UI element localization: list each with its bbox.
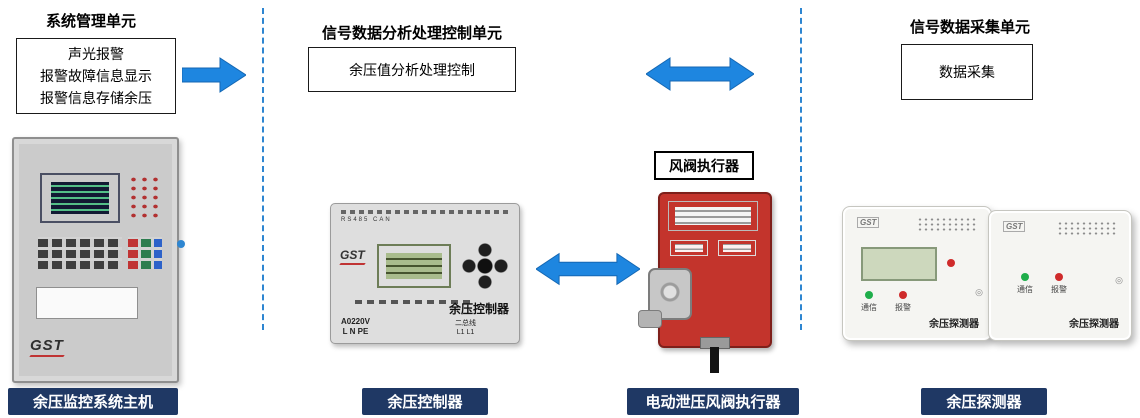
pressure-detector-image-2: GST 通信 报警 ◎ 余压探测器 xyxy=(988,210,1132,341)
management-functions-box: 声光报警 报警故障信息显示 报警信息存储余压 xyxy=(16,38,176,114)
controller-power-line2: L N PE xyxy=(342,327,369,336)
host-brand-logo: GST xyxy=(30,337,64,357)
label-detector: 余压探测器 xyxy=(921,388,1047,415)
controller-power-label: A0220V L N PE xyxy=(341,317,370,337)
section-title-management: 系统管理单元 xyxy=(45,13,136,30)
detector-alarm-led xyxy=(947,259,955,267)
detector-face-label: 余压探测器 xyxy=(1069,319,1119,330)
dashed-separator-right xyxy=(800,8,802,330)
host-label-slot xyxy=(36,287,138,319)
function-line-1: 声光报警 xyxy=(68,46,124,62)
function-line-3: 报警信息存储余压 xyxy=(40,90,152,106)
controller-power-line1: A0220V xyxy=(341,317,370,326)
label-monitor-host: 余压监控系统主机 xyxy=(8,388,178,415)
dashed-separator-left xyxy=(262,8,264,330)
controller-bus-line2: L1 L1 xyxy=(456,329,475,336)
pressure-monitor-host-image: GST xyxy=(12,137,179,383)
alarm-led-label: 报警 xyxy=(1051,285,1067,294)
detector-face-label: 余压探测器 xyxy=(929,319,979,330)
alarm-led: 报警 xyxy=(895,291,911,313)
comm-led-icon xyxy=(1021,273,1029,281)
comm-led: 通信 xyxy=(861,291,877,313)
detector-screw-mark-icon: ◎ xyxy=(1115,275,1123,285)
controller-terminal-text: RS485 CAN xyxy=(341,217,392,223)
section-title-analysis: 信号数据分析处理控制单元 xyxy=(321,25,502,42)
controller-bus-label: 二总线 L1 L1 xyxy=(455,319,476,337)
double-arrow-horizontal-icon xyxy=(536,252,640,286)
controller-indicator-row xyxy=(355,300,475,304)
host-indicator-buttons xyxy=(128,175,162,221)
analysis-box: 余压值分析处理控制 xyxy=(308,47,516,92)
detector-brand-logo: GST xyxy=(1003,221,1026,232)
pressure-detector-image-1: GST 通信 报警 ◎ 余压探测器 xyxy=(842,206,992,341)
alarm-led-icon xyxy=(1055,273,1063,281)
pressure-controller-image: RS485 CAN GST A0220V L N PE 二总线 L1 L1 余压… xyxy=(330,203,520,344)
section-title-acquisition: 信号数据采集单元 xyxy=(909,19,1030,36)
damper-actuator-image xyxy=(638,192,772,373)
controller-face-label: 余压控制器 xyxy=(448,302,509,316)
damper-actuator-tag: 风阀执行器 xyxy=(654,151,754,180)
host-display-screen xyxy=(40,173,120,223)
actuator-shaft-stem xyxy=(710,347,719,373)
label-controller: 余压控制器 xyxy=(362,388,488,415)
comm-led: 通信 xyxy=(1017,273,1033,295)
alarm-led-label: 报警 xyxy=(895,303,911,312)
host-keypad xyxy=(38,237,122,269)
alarm-led-icon xyxy=(899,291,907,299)
double-arrow-horizontal-icon xyxy=(646,57,754,91)
actuator-mini-label-right xyxy=(718,240,756,256)
detector-lcd-screen xyxy=(861,247,937,281)
function-line-2: 报警故障信息显示 xyxy=(40,68,152,84)
actuator-spec-sticker xyxy=(668,201,758,231)
controller-terminal-strip xyxy=(341,210,509,214)
detector-brand-logo: GST xyxy=(857,217,880,228)
controller-brand-logo: GST xyxy=(340,248,365,265)
comm-led-label: 通信 xyxy=(861,303,877,312)
actuator-mini-label-left xyxy=(670,240,708,256)
blue-dot-marker xyxy=(177,240,185,248)
host-function-keys xyxy=(128,237,162,269)
label-damper-actuator: 电动泄压风阀执行器 xyxy=(627,388,799,415)
detector-screw-mark-icon: ◎ xyxy=(975,287,983,297)
acquisition-box: 数据采集 xyxy=(901,44,1033,100)
controller-lcd-screen xyxy=(377,244,451,288)
controller-bus-line1: 二总线 xyxy=(455,320,476,327)
controller-button-pad xyxy=(461,242,509,290)
alarm-led: 报警 xyxy=(1051,273,1067,295)
detector-led-row: 通信 报警 xyxy=(1017,273,1067,295)
arrow-right-icon xyxy=(182,57,246,93)
detector-speaker-grille xyxy=(917,217,977,233)
comm-led-icon xyxy=(865,291,873,299)
detector-speaker-grille xyxy=(1057,221,1117,237)
comm-led-label: 通信 xyxy=(1017,285,1033,294)
detector-led-row: 通信 报警 xyxy=(861,291,911,313)
actuator-cable-gland xyxy=(638,310,662,328)
